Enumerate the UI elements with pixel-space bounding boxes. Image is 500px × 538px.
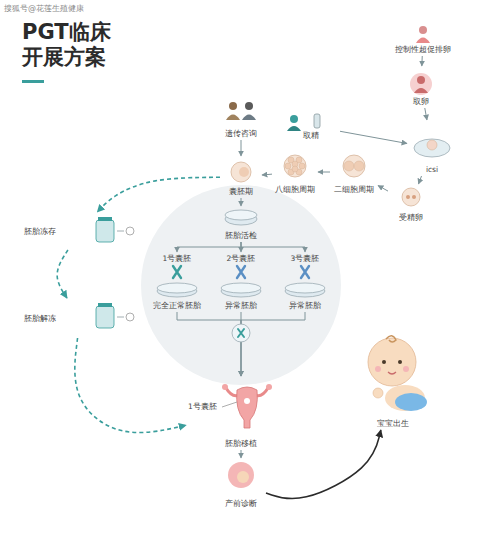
process-step: 胚胎活检 [211, 206, 271, 242]
step-label: 完全正常胚胎 [153, 301, 201, 310]
step-label: 1号囊胚 [163, 254, 192, 263]
process-step: 取精 [282, 110, 340, 142]
step-label: 胚胎活检 [225, 231, 257, 240]
baby-illustration [368, 336, 427, 411]
leader-line [222, 402, 237, 407]
process-step: icsi [407, 120, 457, 176]
step-label: 控制性超促排卵 [395, 45, 451, 54]
step-label: 产前诊断 [225, 499, 257, 508]
process-step: 2号囊胚异常胚胎 [212, 252, 270, 312]
process-step: 八细胞周期 [272, 148, 318, 196]
eight-cell-icon [284, 155, 306, 177]
process-step: 1号囊胚完全正常胚胎 [148, 252, 206, 312]
process-step: 产前诊断 [216, 458, 266, 510]
dashed-arrow [57, 250, 68, 298]
flow-arrow [177, 242, 241, 252]
flow-arrow [425, 108, 427, 120]
step-label: 八细胞周期 [275, 185, 315, 194]
flow-arrow [318, 172, 330, 173]
title: PGT临床 开展方案 [22, 20, 111, 70]
process-step: 囊胚期 [220, 156, 262, 198]
step-label: 3号囊胚 [291, 254, 320, 263]
process-step: 取卵 [396, 66, 446, 108]
flow-arrow [241, 140, 242, 156]
flow-arrow [241, 312, 305, 376]
step-label: 二细胞周期 [334, 185, 374, 194]
step-label: 遗传咨询 [225, 129, 257, 138]
step-label: 胚胎冻存 [24, 227, 56, 236]
step-label: 受精卵 [399, 213, 423, 222]
dashed-arrow [97, 177, 220, 212]
step-label: 胚胎移植 [225, 439, 257, 448]
freeze-icon [96, 217, 134, 242]
step-label: 取卵 [413, 97, 429, 106]
flow-arrow [177, 312, 241, 376]
step-label: 2号囊胚 [227, 254, 256, 263]
sperm-icon [287, 114, 320, 131]
flow-arrow [421, 56, 422, 66]
flow-arrow [241, 242, 305, 252]
step-label: 异常胚胎 [225, 301, 257, 310]
flow-arrow [241, 450, 242, 458]
process-step: 胚胎解冻 [20, 298, 140, 338]
step-label: icsi [426, 165, 438, 174]
woman-icon [416, 26, 430, 43]
step-label: 囊胚期 [229, 187, 253, 196]
flow-arrow [241, 198, 242, 206]
process-step: 控制性超促排卵 [390, 18, 456, 56]
step-label: 异常胚胎 [289, 301, 321, 310]
step-label: 1号囊胚 [188, 402, 217, 411]
two-cell-icon [343, 155, 365, 177]
retrieval-icon [410, 73, 432, 95]
flow-arrow [378, 185, 388, 191]
biopsy-circle [141, 185, 341, 385]
dashed-arrow [75, 338, 186, 433]
icsi-dish [414, 139, 450, 157]
embryo-dishes [157, 266, 325, 297]
process-step: 1号囊胚胚胎移植 [186, 376, 296, 450]
step-label: 取精 [303, 131, 319, 140]
watermark: 搜狐号@花莲生殖健康 [4, 3, 84, 14]
pregnancy-icon [228, 462, 254, 488]
step-label: 胚胎解冻 [24, 314, 56, 323]
process-step: 胚胎冻存 [20, 212, 140, 250]
step-label: 宝宝出生 [377, 419, 409, 428]
biopsy-dish [225, 210, 257, 225]
process-step: 受精卵 [388, 184, 434, 224]
title-bar [22, 80, 44, 83]
flow-arrow [340, 131, 407, 143]
uterus-icon [222, 384, 272, 428]
blastocyst-icon [231, 162, 251, 182]
process-step: 宝宝出生 [345, 330, 440, 430]
process-step: 二细胞周期 [330, 148, 378, 196]
process-step: 遗传咨询 [216, 96, 266, 140]
flow-arrow [262, 174, 272, 176]
process-step: 3号囊胚异常胚胎 [276, 252, 334, 312]
flow-arrow [419, 176, 422, 184]
flow-arrow [266, 430, 381, 499]
counsel-icon [226, 102, 256, 120]
thaw-icon [96, 303, 134, 328]
zygote-icon [402, 188, 420, 206]
